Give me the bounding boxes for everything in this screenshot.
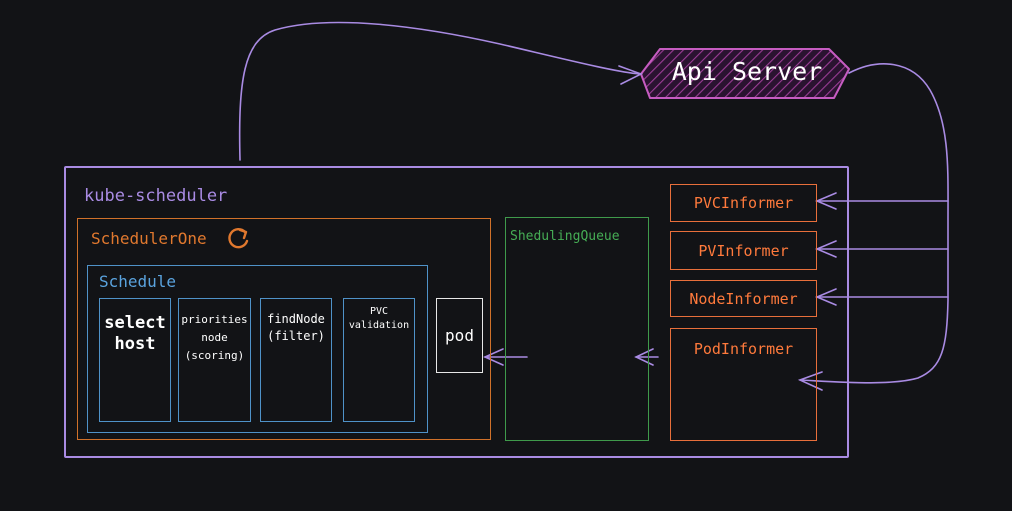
pvc-informer-label: PVCInformer [693, 194, 794, 212]
find-node-label: findNode (filter) [267, 312, 325, 343]
node-informer-label: NodeInformer [689, 289, 798, 308]
select-host-label: select host [104, 313, 166, 354]
pod-informer-box: PodInformer [670, 328, 817, 441]
pod-informer-label: PodInformer [693, 340, 794, 358]
pv-informer-label: PVInformer [698, 241, 789, 260]
arrow-api-to-informers [797, 63, 949, 391]
schedule-title: Schedule [99, 272, 177, 291]
node-informer-box: NodeInformer [670, 280, 817, 317]
scheduling-queue-title: ShedulingQueue [510, 229, 620, 244]
pvc-validation-box: PVC validation [343, 298, 415, 422]
pvc-informer-box: PVCInformer [670, 184, 817, 222]
kube-scheduler-box [64, 166, 849, 458]
select-host-box: select host [99, 298, 171, 422]
priorities-node-box: priorities node (scoring) [178, 298, 251, 422]
find-node-box: findNode (filter) [260, 298, 332, 422]
scheduler-one-title: SchedulerOne [91, 229, 207, 248]
scheduler-one-box [77, 218, 491, 440]
pvc-validation-label: PVC validation [348, 306, 410, 331]
arrow-queue-to-pod [483, 348, 528, 366]
arrow-scheduler-to-api [238, 21, 644, 161]
pod-box: pod [436, 298, 483, 373]
refresh-icon [228, 227, 249, 249]
kube-scheduler-title: kube-scheduler [84, 186, 228, 206]
schedule-box [87, 265, 428, 433]
pv-informer-box: PVInformer [670, 231, 817, 270]
pod-label: pod [445, 326, 474, 345]
arrow-informer-to-queue [634, 348, 659, 366]
api-server-label: Api Server [672, 57, 823, 86]
priorities-node-label: priorities node (scoring) [181, 313, 248, 362]
api-server-node: Api Server [640, 48, 850, 99]
scheduling-queue-box [505, 217, 649, 441]
